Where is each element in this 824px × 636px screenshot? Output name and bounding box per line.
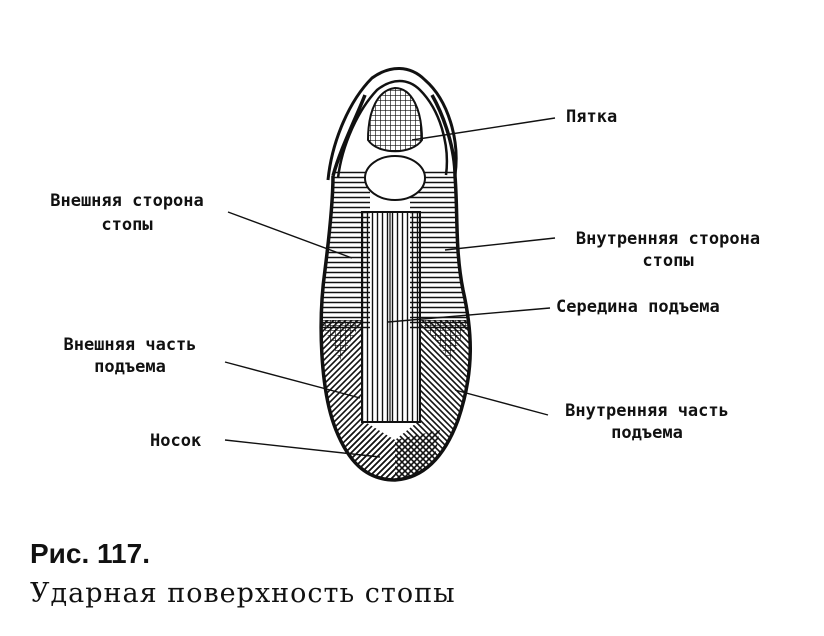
figure-number: Рис. 117. [30,538,150,569]
label-inner-instep-line2: подъема [611,423,683,443]
label-outer-side-line2: стопы [101,215,153,235]
heel-outline [326,67,458,181]
label-inner-side-line1: Внутренняя сторона [575,229,761,249]
heel-region [366,86,424,153]
label-inner-side-line2: стопы [642,251,694,271]
figure-caption: Ударная поверхность стопы [30,578,456,609]
label-heel: Пятка [566,107,618,127]
label-toe: Носок [150,431,202,451]
label-instep-middle: Середина подъема [556,297,720,317]
label-outer-instep-line1: Внешняя часть [63,335,197,355]
label-inner-instep-line1: Внутренняя часть [565,401,729,421]
label-outer-side-line1: Внешняя сторона [50,191,204,211]
toe-region [345,430,440,480]
instep-middle-region [361,211,421,423]
label-outer-instep-line2: подъема [94,357,166,377]
sole-outline [319,94,472,482]
